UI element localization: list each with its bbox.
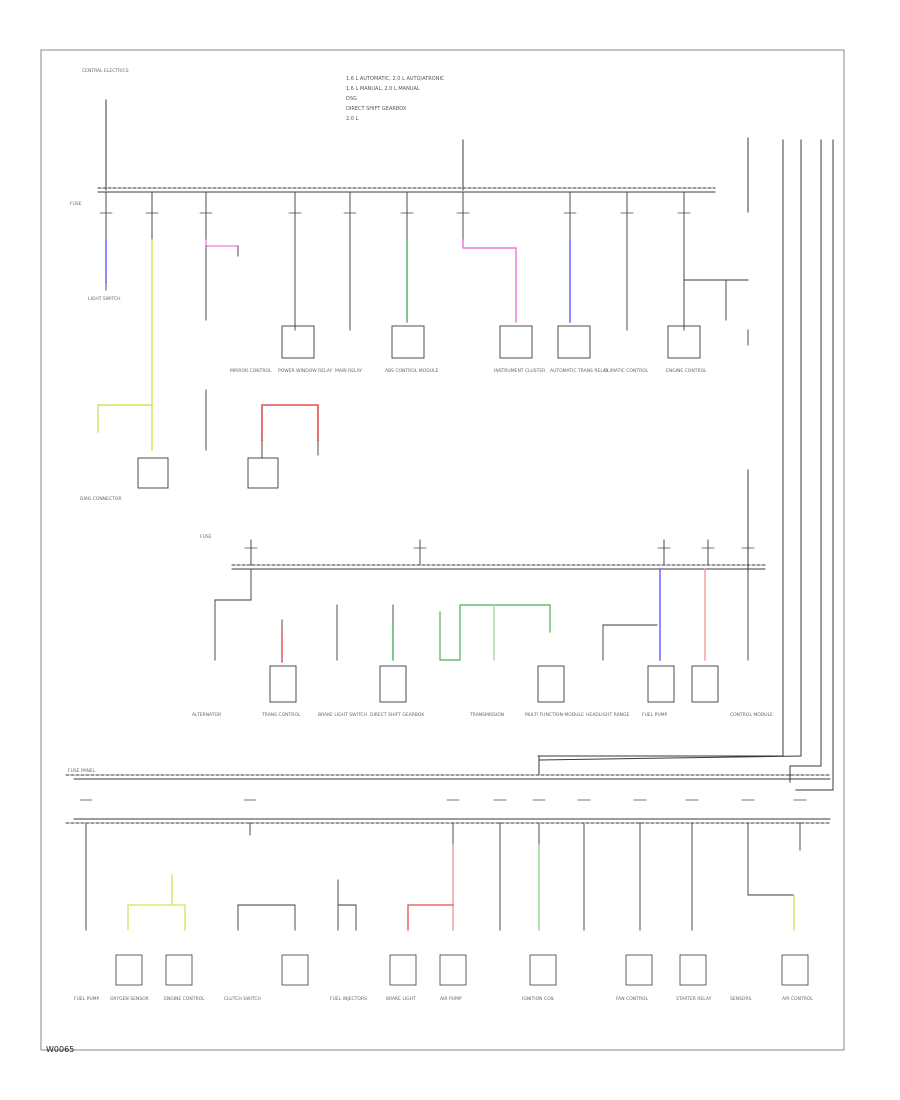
top-feed	[105, 99, 749, 213]
component-label: DIRECT SHIFT GEARBOX	[370, 712, 424, 718]
legend-item-5: 2.0 L	[346, 116, 359, 122]
component-label: SENSORS	[730, 996, 752, 1002]
component-label: FAN CONTROL	[616, 996, 649, 1002]
upper-bus	[97, 187, 716, 193]
component-label: AUTOMATIC TRANS RELAY	[550, 368, 609, 374]
wire-pink-2	[462, 239, 517, 323]
component-label: AIR PUMP	[440, 996, 462, 1002]
wire-red-4	[407, 904, 454, 931]
component-label: ALTERNATOR	[192, 712, 221, 718]
upper-fuse-label: FUSE	[70, 201, 82, 207]
wire-yellow-1	[97, 239, 153, 451]
component-label: HEADLIGHT RANGE	[586, 712, 630, 718]
legend-item-3: DSG	[346, 96, 357, 102]
component-label: MULTI FUNCTION MODULE	[525, 712, 584, 718]
legend-item-4: DIRECT SHIFT GEARBOX	[346, 106, 407, 112]
component-label: IGNITION COIL	[522, 996, 555, 1002]
middle-bus	[231, 539, 766, 570]
component-label: POWER WINDOW RELAY	[278, 368, 332, 374]
terminal-marks	[79, 212, 807, 801]
upper-drops	[105, 191, 685, 331]
component-label: TRANS CONTROL	[261, 712, 301, 718]
component-label: TRANSMISSION	[469, 712, 504, 718]
component-label: CONTROL MODULE	[730, 712, 773, 718]
middle-fuse-label: FUSE	[200, 534, 212, 540]
upper-component-boxes	[137, 325, 701, 489]
wire-green-3	[439, 604, 551, 661]
component-label: CLUTCH SWITCH	[224, 996, 261, 1002]
lower-bus	[65, 774, 831, 824]
component-label: ENGINE CONTROL	[164, 996, 205, 1002]
component-label: MIRROR CONTROL	[230, 368, 272, 374]
component-label: INSTRUMENT CLUSTER	[494, 368, 545, 374]
component-label: FUEL PUMP	[74, 996, 100, 1002]
wire-pink-1	[205, 239, 239, 247]
red-loop-ends	[261, 439, 319, 459]
right-trunks	[537, 139, 834, 791]
component-label: DIAG CONNECTOR	[80, 496, 122, 502]
component-label: FUEL PUMP	[642, 712, 668, 718]
middle-component-labels: ALTERNATOR TRANS CONTROL BRAKE LIGHT SWI…	[192, 712, 773, 718]
lower-component-labels: FUEL PUMP OXYGEN SENSOR ENGINE CONTROL C…	[74, 996, 813, 1002]
component-label: AIR CONTROL	[782, 996, 813, 1002]
figure-id: W0065	[46, 1045, 75, 1054]
upper-dark-wires	[105, 245, 749, 451]
legend-item-1: 1.6 L AUTOMATIC, 2.0 L AUTO/ATRONIC	[346, 76, 445, 82]
diagram-frame	[40, 49, 845, 1051]
lower-bus-label: FUSE PANEL	[68, 768, 96, 774]
middle-drops	[214, 568, 749, 661]
component-label: FUEL INJECTORS	[330, 996, 367, 1002]
legend-item-2: 1.6 L MANUAL, 2.0 L MANUAL	[346, 86, 420, 92]
component-label: OXYGEN SENSOR	[110, 996, 149, 1002]
component-label: BRAKE LIGHT SWITCH	[318, 712, 367, 718]
component-label: ABS CONTROL MODULE	[385, 368, 438, 374]
component-label: LIGHT SWITCH	[88, 296, 121, 302]
wire-yellow-2	[127, 874, 186, 931]
wire-red-1	[261, 404, 319, 441]
component-label: BRAKE LIGHT	[386, 996, 416, 1002]
top-feed-label: CENTRAL ELECTRICS	[82, 68, 129, 74]
legend: 1.6 L AUTOMATIC, 2.0 L AUTO/ATRONIC 1.6 …	[346, 76, 445, 122]
lower-component-boxes	[115, 954, 809, 986]
component-label: MAIN RELAY	[335, 368, 362, 374]
component-label: ENGINE CONTROL	[666, 368, 707, 374]
lower-drops	[85, 822, 801, 931]
middle-component-boxes	[269, 665, 719, 703]
component-label: STARTER RELAY	[676, 996, 712, 1002]
upper-component-labels: LIGHT SWITCH MIRROR CONTROL DIAG CONNECT…	[80, 296, 707, 502]
component-label: CLIMATIC CONTROL	[604, 368, 649, 374]
